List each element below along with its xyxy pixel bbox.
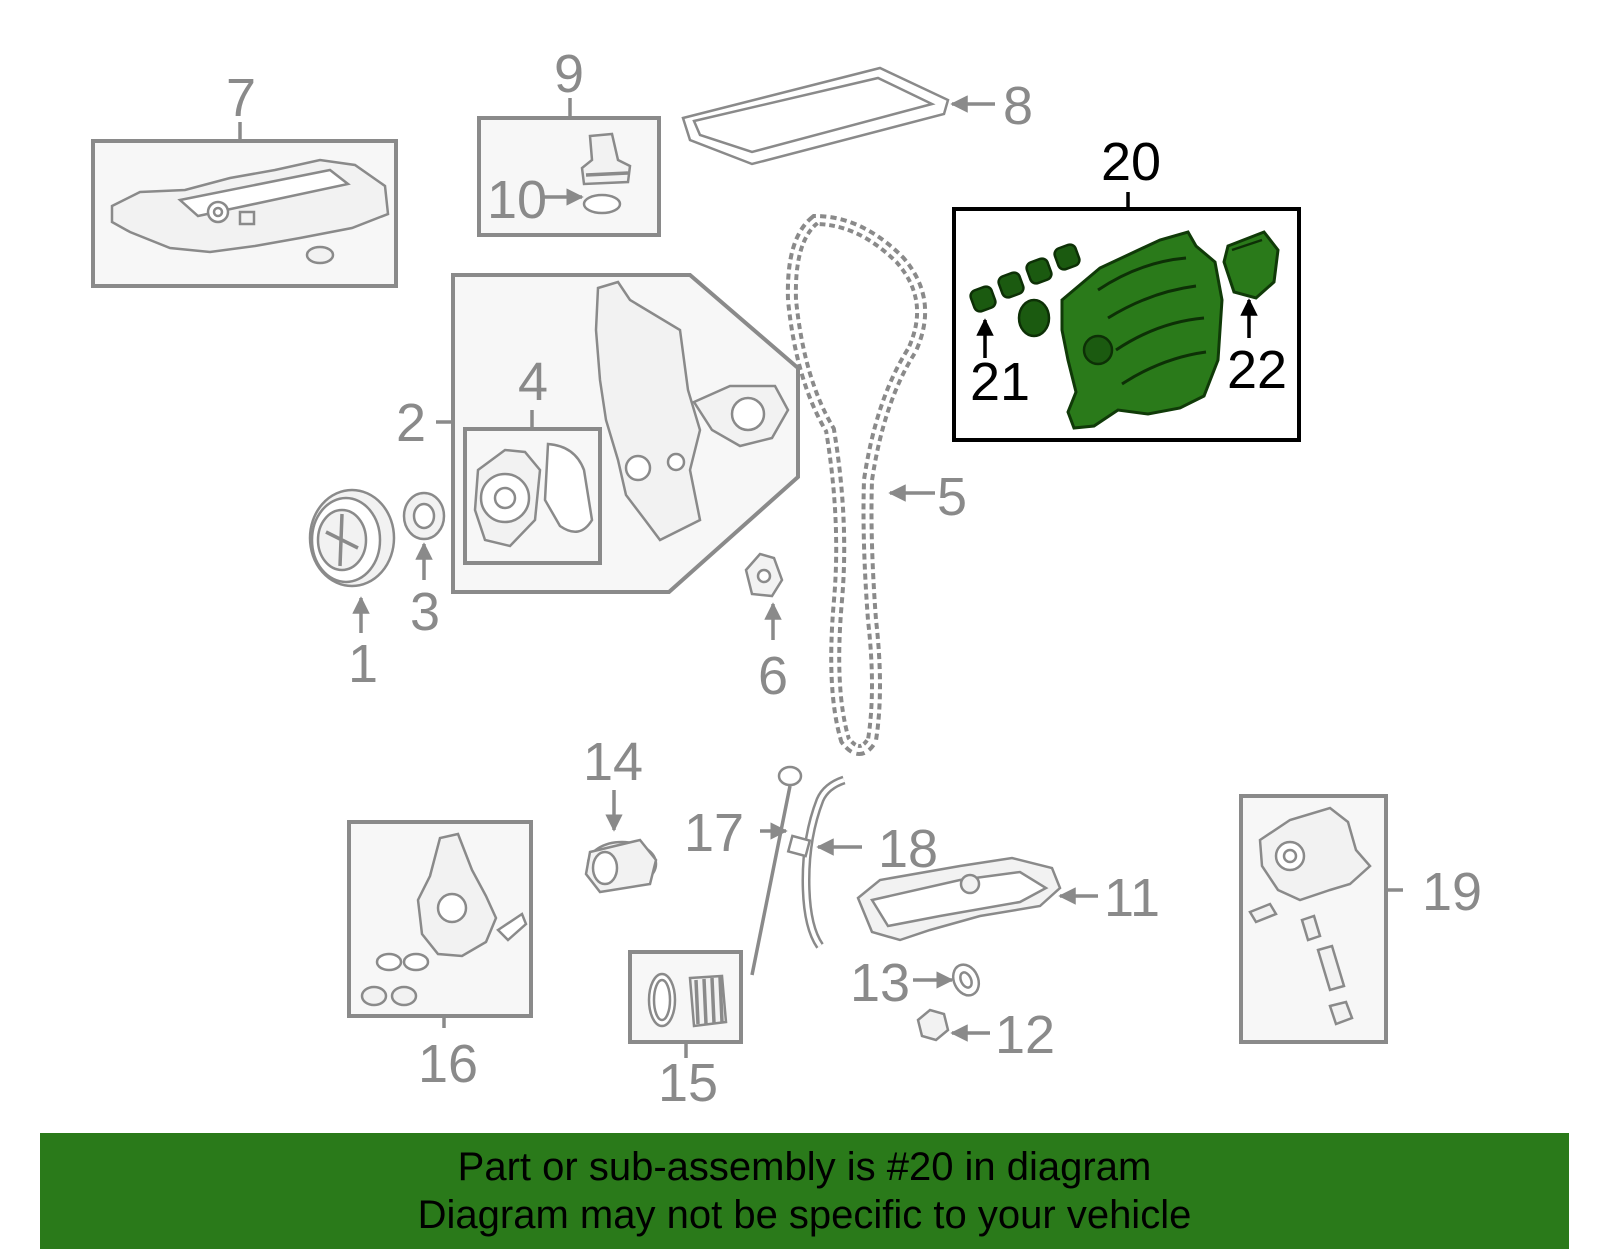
callout-2[interactable]: 2 — [396, 393, 426, 453]
callout-19[interactable]: 19 — [1422, 862, 1482, 922]
callout-9[interactable]: 9 — [554, 44, 584, 104]
part-3-oil-seal[interactable]: 3 — [402, 491, 446, 642]
part-16-oil-pump[interactable]: 16 — [347, 820, 533, 1094]
callout-21[interactable]: 21 — [970, 352, 1030, 412]
part-19-balance-shaft-assembly[interactable]: 19 — [1239, 794, 1482, 1044]
callout-14[interactable]: 14 — [583, 732, 643, 792]
callout-12[interactable]: 12 — [995, 1005, 1055, 1065]
callout-16[interactable]: 16 — [418, 1034, 478, 1094]
part-17-dipstick[interactable]: 17 — [684, 765, 803, 976]
callout-4[interactable]: 4 — [518, 352, 548, 412]
part-15-oil-filter[interactable]: 15 — [628, 950, 743, 1113]
part-1-crank-pulley[interactable]: 1 — [308, 488, 396, 694]
part-18-dipstick-tube[interactable]: 18 — [786, 775, 938, 949]
part-4-water-pump[interactable]: 4 — [463, 352, 602, 565]
banner-line-2: Diagram may not be specific to your vehi… — [417, 1193, 1192, 1237]
info-banner: Part or sub-assembly is #20 in diagram D… — [40, 1133, 1569, 1249]
callout-17[interactable]: 17 — [684, 803, 744, 863]
callout-5[interactable]: 5 — [937, 467, 967, 527]
part-11-oil-pan[interactable]: 11 — [856, 856, 1160, 942]
part-5-timing-chain[interactable]: 5 — [785, 213, 967, 756]
callout-15[interactable]: 15 — [658, 1053, 718, 1113]
callout-20[interactable]: 20 — [1101, 132, 1161, 192]
callout-13[interactable]: 13 — [850, 953, 910, 1013]
callout-6[interactable]: 6 — [758, 646, 788, 706]
callout-10[interactable]: 10 — [487, 170, 547, 230]
part-20-intake-manifold[interactable]: 20 21 22 — [952, 132, 1301, 442]
callout-11[interactable]: 11 — [1104, 868, 1160, 928]
callout-8[interactable]: 8 — [1003, 76, 1033, 136]
banner-line-1: Part or sub-assembly is #20 in diagram — [457, 1145, 1152, 1189]
part-7-valve-cover[interactable]: 7 — [91, 68, 398, 288]
part-8-oil-pan-gasket[interactable]: 8 — [681, 66, 1033, 166]
part-9-oil-filler-cap[interactable]: 9 10 — [477, 44, 661, 237]
part-6-chain-tensioner[interactable]: 6 — [744, 552, 788, 706]
callout-18[interactable]: 18 — [878, 819, 938, 879]
part-13-drain-plug-gasket[interactable]: 13 — [850, 953, 984, 1013]
part-12-drain-plug[interactable]: 12 — [916, 1005, 1055, 1065]
callout-22[interactable]: 22 — [1227, 340, 1287, 400]
callout-7[interactable]: 7 — [226, 68, 256, 128]
callout-3[interactable]: 3 — [410, 582, 440, 642]
part-14-oil-filter-cap[interactable]: 14 — [583, 732, 658, 894]
callout-1[interactable]: 1 — [348, 634, 378, 694]
